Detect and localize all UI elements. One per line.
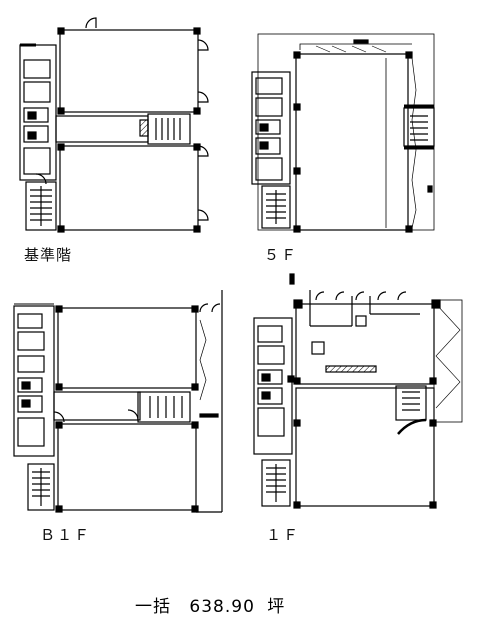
corridor (53, 391, 141, 421)
service-core (19, 44, 57, 181)
summary-area-value: 638.90 (189, 597, 255, 617)
corridor (55, 115, 149, 143)
stairwell (261, 185, 291, 229)
plan-1f (253, 273, 463, 509)
label-b1f: Ｂ１Ｆ (40, 526, 92, 544)
label-1f: １Ｆ (266, 526, 301, 544)
stairwell (27, 463, 55, 511)
label-typical-floor: 基準階 (24, 246, 73, 264)
service-core (13, 305, 55, 457)
label-5f: ５Ｆ (264, 246, 299, 264)
office-room-upper (57, 307, 197, 389)
service-core (251, 71, 291, 185)
service-core (253, 317, 293, 455)
plan-5f (251, 33, 435, 233)
stairwell (25, 181, 57, 231)
office-room-lower (295, 387, 435, 507)
plan-b1f (13, 290, 223, 513)
office-room-upper (59, 29, 199, 113)
summary-area-unit: 坪 (267, 597, 286, 617)
office-room-main (295, 53, 409, 231)
office-room-lower (59, 145, 199, 231)
total-area-summary: 一括 638.90 坪 (135, 592, 297, 617)
plan-typical-floor (19, 17, 209, 233)
summary-prefix: 一括 (135, 597, 171, 617)
stairwell (261, 459, 291, 507)
office-room-lower (57, 423, 197, 511)
